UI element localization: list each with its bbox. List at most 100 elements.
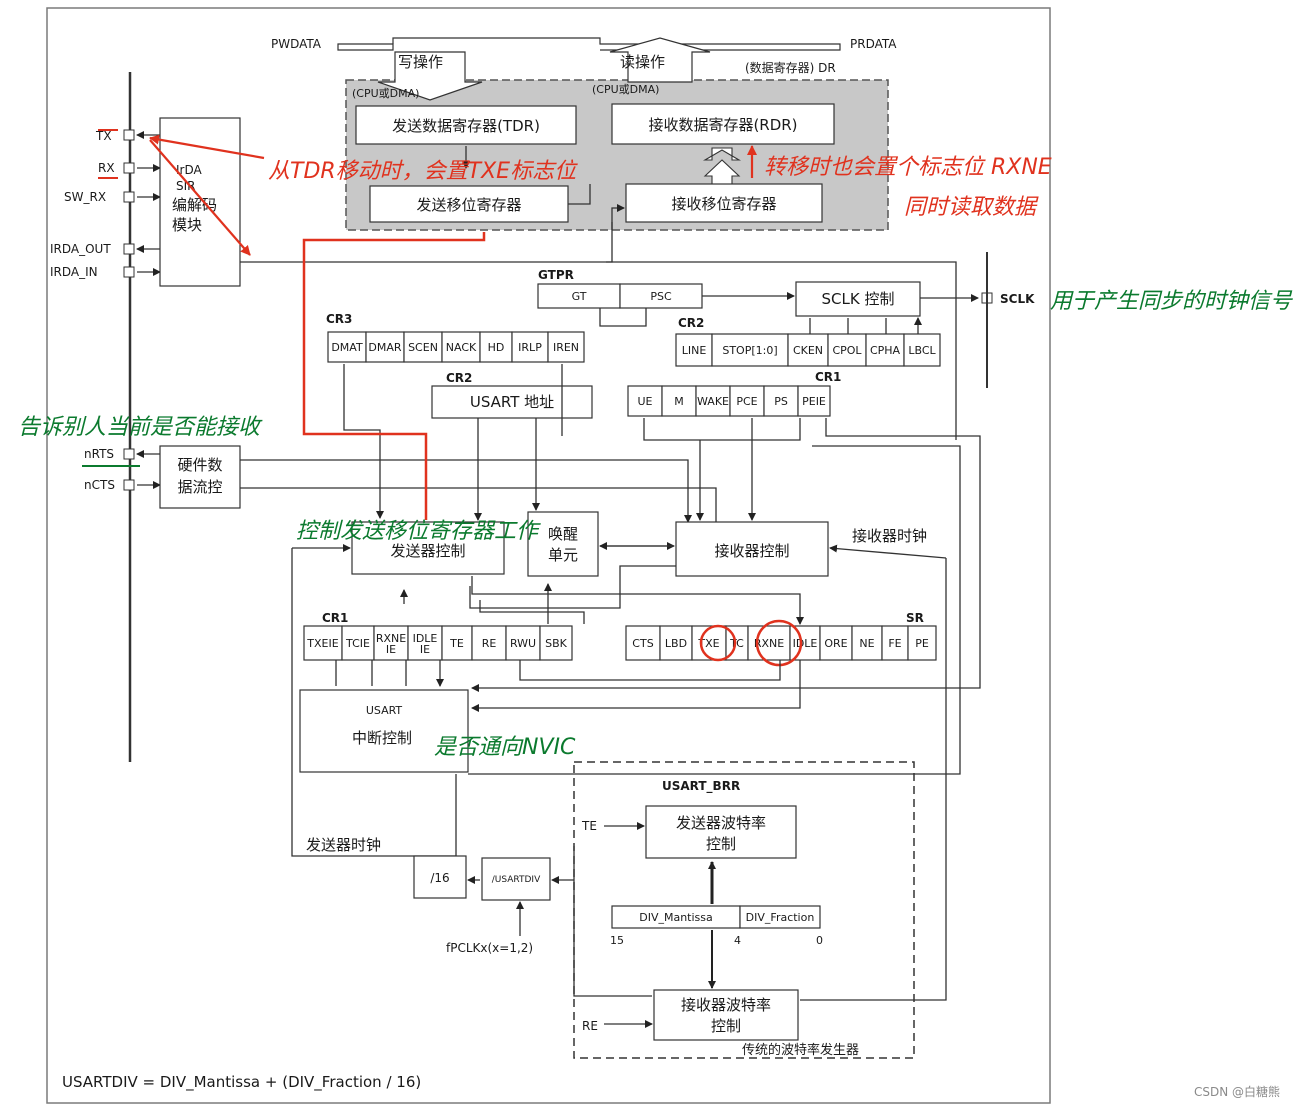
pwdata-label: PWDATA: [271, 37, 322, 51]
cr3-bit-iren: IREN: [553, 341, 579, 354]
bit15-label: 15: [610, 934, 624, 947]
cr1b-bit-te-cell: [441, 625, 473, 661]
hw-flow-control-block: [159, 445, 241, 509]
ncts-pin: [123, 479, 135, 491]
cr2-bit-cken: CKEN: [793, 344, 823, 357]
cr3-bit-hd: HD: [488, 341, 505, 354]
rx-clock-label: 接收器时钟: [852, 527, 927, 545]
tx-control-label: 发送器控制: [390, 542, 465, 560]
cr3-bit-nack-cell: [441, 331, 481, 363]
txe-highlight-circle: [699, 624, 737, 662]
cr2-bit-cpha-cell: [865, 333, 905, 367]
cr1b-bit-tcie: TCIE: [345, 637, 370, 650]
cr1b-bit-rxne-ie-part0: RXNE: [376, 632, 406, 645]
cr1b-bit-sbk-cell: [539, 625, 573, 661]
tdr-label: 发送数据寄存器(TDR): [392, 117, 540, 135]
rx-shift-register: [625, 183, 823, 223]
sr-bit-rxne: RXNE: [754, 637, 784, 650]
tx-baud-line2: 控制: [706, 835, 736, 853]
cr3-bit-iren-cell: [547, 331, 585, 363]
red-arrow-to-irda: [149, 139, 251, 256]
sclk-pin-label: SCLK: [1000, 292, 1035, 306]
usartdiv-block: [481, 857, 551, 901]
rx-pin-label: RX: [98, 161, 115, 175]
sr-bit-fe-cell: [881, 625, 909, 661]
cr1-bit-peie: PEIE: [802, 395, 826, 408]
sr-bit-fe: FE: [888, 637, 901, 650]
tx-ctrl-to-sr: [471, 576, 804, 625]
hw-flow-line1: 硬件数: [177, 456, 222, 474]
nrts-pin-label: nRTS: [84, 447, 114, 461]
cr3-to-tx-ctrl: [343, 364, 384, 519]
green-nrts-annotation: 告诉别人当前是否能接收: [18, 415, 263, 440]
sr-to-interrupt: [471, 660, 801, 712]
rxne-highlight-circle: [755, 619, 803, 667]
hw-flow-line-b: [240, 487, 717, 522]
irda-line2: SIR: [176, 179, 196, 193]
gtpr-label: GTPR: [538, 268, 574, 282]
gt-label: GT: [572, 290, 587, 303]
tx-shift-register: [369, 185, 569, 223]
fpclk-label: fPCLKx(x=1,2): [446, 941, 533, 955]
write-op-label: 写操作: [398, 53, 443, 71]
sclk-feedback-line: [606, 261, 957, 440]
red-rxne-annotation-1: 转移时也会置个标志位 RXNE: [764, 155, 1052, 180]
cr1b-label: CR1: [322, 611, 348, 625]
div-fraction-label: DIV_Fraction: [746, 911, 815, 924]
irda-out-pin-label: IRDA_OUT: [50, 242, 111, 256]
cr1-bit-ue: UE: [637, 395, 652, 408]
sr-join-line: [519, 660, 781, 681]
pwdata-bus: [337, 43, 394, 51]
cr1b-bit-rxne-ie-part1: IE: [386, 643, 396, 656]
green-txctrl-annotation: 控制发送移位寄存器工作: [296, 519, 541, 544]
usartdiv-label: /USARTDIV: [492, 875, 541, 885]
sr-bit-idle: IDLE: [793, 637, 818, 650]
cr1b-bit-idle-ie-part1: IE: [420, 643, 430, 656]
irda-in-pin-label: IRDA_IN: [50, 265, 98, 279]
baud-gen-label: 传统的波特率发生器: [742, 1042, 859, 1058]
cr1b-bit-re-cell: [471, 625, 507, 661]
cr1b-bit-re: RE: [482, 637, 497, 650]
tx-clock-line: [291, 548, 456, 857]
sclk-control-block: [795, 281, 921, 317]
sr-bit-lbd: LBD: [665, 637, 687, 650]
tx-baud-line1: 发送器波特率: [676, 814, 766, 832]
interrupt-line1: USART: [366, 704, 403, 717]
irda-line3: 编解码: [172, 196, 217, 214]
cr1-bit-ps: PS: [774, 395, 788, 408]
tdr-block: [355, 105, 577, 145]
cr1-label: CR1: [815, 370, 841, 384]
cr2-bit-stop-1-0--cell: [711, 333, 789, 367]
ncts-pin-label: nCTS: [84, 478, 115, 492]
shift-to-rdr-arrow: [703, 159, 741, 185]
cr2-bit-cpha: CPHA: [870, 344, 901, 357]
rx-baud-block: [653, 989, 799, 1041]
cr2-label: CR2: [678, 316, 704, 330]
cr3-bit-nack: NACK: [446, 341, 477, 354]
rdr-block: [611, 103, 835, 145]
cr2-to-sclk-arrows: [809, 318, 918, 334]
rx-clock-arrow: [829, 544, 947, 559]
tx-pin: [123, 129, 135, 141]
cpu-dma-right-label: (CPU或DMA): [592, 83, 659, 96]
sr-bit-txe: TXE: [697, 637, 719, 650]
bit4-label: 4: [734, 934, 741, 947]
cr2-bit-stop-1-0-: STOP[1:0]: [722, 344, 777, 357]
psc-label: PSC: [650, 290, 672, 303]
cr1b-bit-idle-ie-part0: IDLE: [413, 632, 438, 645]
cr3-bit-dmar: DMAR: [368, 341, 401, 354]
cr1b-bit-sbk: SBK: [545, 637, 568, 650]
cr3-label: CR3: [326, 312, 352, 326]
rx-clock-line: [800, 558, 947, 1001]
cr3-bit-irlp-cell: [511, 331, 549, 363]
sbk-line: [479, 600, 585, 624]
sw-rx-pin: [123, 191, 135, 203]
shift-to-rdr-arrow-top: [702, 147, 742, 161]
sr-bit-ne: NE: [859, 637, 874, 650]
red-tdr-annotation: 从TDR移动时，会置TXE标志位: [268, 159, 578, 184]
cr3-bit-dmar-cell: [365, 331, 405, 363]
sr-label: SR: [906, 611, 924, 625]
div-mantissa-label: DIV_Mantissa: [639, 911, 713, 924]
